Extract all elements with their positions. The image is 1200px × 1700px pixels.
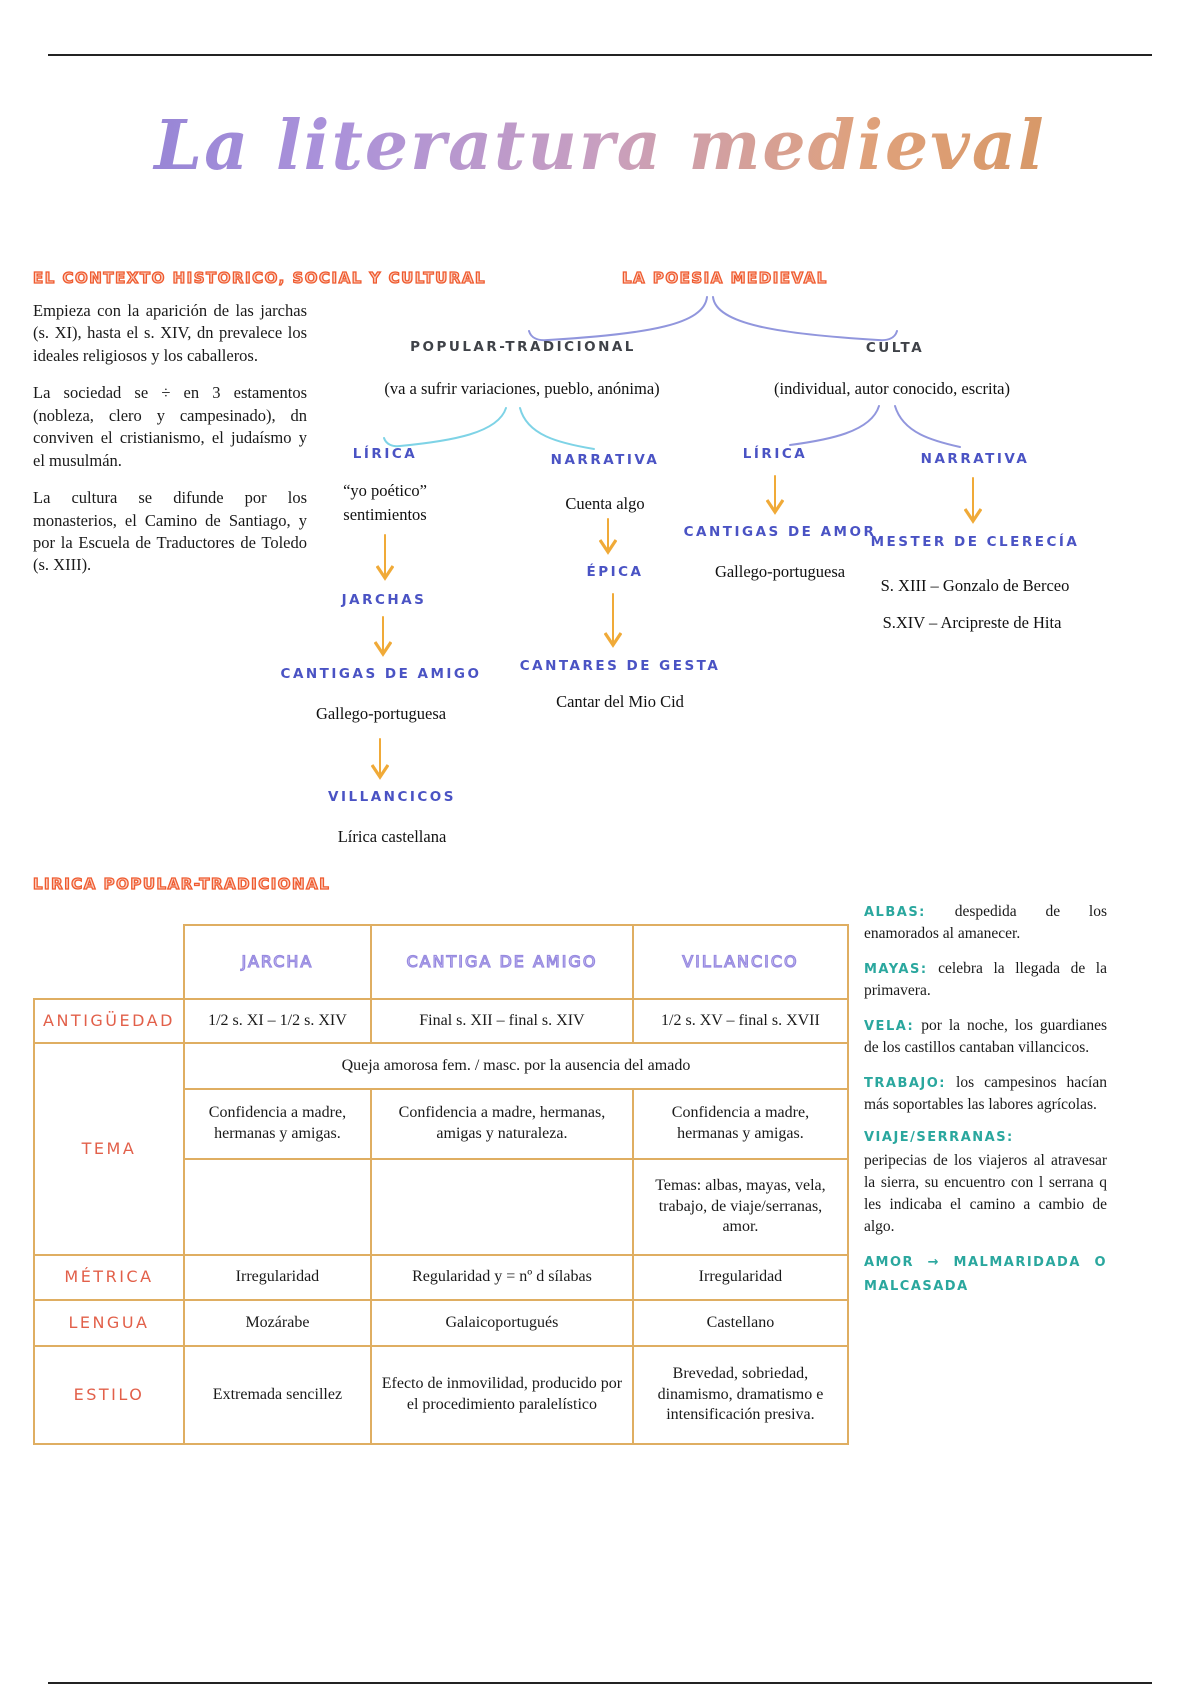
table-cell: Irregularidad	[182, 1254, 372, 1301]
table-heading: LIRICA POPULAR-TRADICIONAL	[32, 874, 331, 893]
tree-note-cuenta-algo: Cuenta algo	[565, 494, 645, 513]
row-header-estilo: ESTILO	[33, 1345, 185, 1445]
comparison-table: JARCHA CANTIGA DE AMIGO VILLANCICO ANTIG…	[33, 924, 849, 1445]
context-section: Empieza con la aparición de las jarchas …	[33, 300, 307, 592]
definition-text: por la noche, los guardianes de los cast…	[864, 1017, 1107, 1056]
tree-node-culta: CULTA	[865, 340, 925, 356]
definition-entry: MAYAS: celebra la llegada de la primaver…	[864, 958, 1107, 1002]
table-cell: Galaicoportugués	[369, 1299, 634, 1347]
table-cell: Efecto de inmovilidad, producido por el …	[369, 1345, 634, 1445]
definition-text: despedida de los enamorados al amanecer.	[864, 903, 1108, 942]
definition-entry: VELA: por la noche, los guardianes de lo…	[864, 1015, 1107, 1059]
table-cell: Confidencia a madre, hermanas, amigas y …	[369, 1088, 634, 1160]
tree-branch-connector	[519, 407, 595, 450]
row-header-antiguedad: ANTIGÜEDAD	[33, 998, 185, 1044]
column-header-jarcha: JARCHA	[182, 924, 372, 1000]
table-cell: Temas: albas, mayas, vela, trabajo, de v…	[631, 1158, 849, 1256]
definition-term: ALBAS:	[864, 905, 926, 920]
table-cell: 1/2 s. XV – final s. XVII	[631, 998, 849, 1044]
table-cell-empty	[369, 1158, 634, 1256]
context-paragraph: La sociedad se ÷ en 3 estamentos (noblez…	[33, 383, 307, 470]
tree-node-narrativa-culta: NARRATIVA	[920, 451, 1030, 467]
poetry-heading: LA POESIA MEDIEVAL	[621, 268, 828, 287]
tree-note-gonzalo-de-berceo: S. XIII – Gonzalo de Berceo	[880, 576, 1070, 595]
definition-text: peripecias de los viajeros al atravesar …	[864, 1152, 1107, 1236]
tree-note-gallego-portuguesa-culta: Gallego-portuguesa	[714, 562, 846, 581]
tree-note-lirica-castellana: Lírica castellana	[337, 827, 447, 846]
tree-branch-connector	[894, 405, 961, 448]
tree-node-cantigas-de-amigo: CANTIGAS DE AMIGO	[280, 666, 482, 682]
tree-node-villancicos: VILLANCICOS	[328, 789, 456, 805]
tree-note-culta: (individual, autor conocido, escrita)	[774, 379, 1010, 398]
table-cell-empty	[182, 1158, 372, 1256]
tree-note-gallego-portuguesa: Gallego-portuguesa	[315, 704, 447, 723]
definition-entry: VIAJE/SERRANAS: peripecias de los viajer…	[864, 1129, 1107, 1238]
table-cell: 1/2 s. XI – 1/2 s. XIV	[182, 998, 372, 1044]
definition-term: TRABAJO:	[864, 1076, 946, 1091]
definition-text: celebra la llegada de la primavera.	[864, 960, 1107, 999]
definition-term: MAYAS:	[864, 962, 928, 977]
definition-term: VELA:	[864, 1019, 915, 1034]
context-heading: EL CONTEXTO HISTORICO, SOCIAL Y CULTURAL	[32, 268, 487, 287]
table-cell: Castellano	[631, 1299, 849, 1347]
context-paragraph: Empieza con la aparición de las jarchas …	[33, 301, 307, 365]
definition-entry: AMOR → MALMARIDADA O MALCASADA	[864, 1251, 1107, 1297]
tree-node-epica: ÉPICA	[586, 564, 644, 580]
context-paragraph: La cultura se difunde por los monasterio…	[33, 488, 307, 575]
table-cell: Queja amorosa fem. / masc. por la ausenc…	[182, 1042, 849, 1090]
tree-branch-connector	[383, 407, 507, 448]
tree-branch-connector	[712, 296, 898, 342]
tree-node-lirica-culta: LÍRICA	[742, 446, 808, 462]
definition-term: VIAJE/SERRANAS:	[864, 1130, 1014, 1145]
tree-note-popular: (va a sufrir variaciones, pueblo, anónim…	[384, 379, 660, 398]
tree-node-cantigas-de-amor: CANTIGAS DE AMOR	[683, 524, 877, 540]
row-header-metrica: MÉTRICA	[33, 1254, 185, 1301]
table-cell: Brevedad, sobriedad, dinamismo, dramatis…	[631, 1345, 849, 1445]
tree-note-cantar-del-mio-cid: Cantar del Mio Cid	[556, 692, 684, 711]
tree-node-jarchas: JARCHAS	[341, 592, 427, 608]
table-cell: Extremada sencillez	[182, 1345, 372, 1445]
definition-term: AMOR → MALMARIDADA O MALCASADA	[864, 1255, 1107, 1294]
definition-entry: ALBAS: despedida de los enamorados al am…	[864, 901, 1107, 945]
table-cell: Confidencia a madre, hermanas y amigas.	[182, 1088, 372, 1160]
tree-note-arcipreste-de-hita: S.XIV – Arcipreste de Hita	[882, 613, 1062, 632]
table-cell: Regularidad y = nº d sílabas	[369, 1254, 634, 1301]
tree-node-popular-tradicional: POPULAR-TRADICIONAL	[410, 339, 636, 355]
table-cell: Irregularidad	[631, 1254, 849, 1301]
definitions-sidebar: ALBAS: despedida de los enamorados al am…	[864, 901, 1107, 1311]
definition-entry: TRABAJO: los campesinos hacían más sopor…	[864, 1072, 1107, 1116]
table-cell: Final s. XII – final s. XIV	[369, 998, 634, 1044]
page-title: La literatura medieval	[0, 106, 1200, 186]
column-header-villancico: VILLANCICO	[631, 924, 849, 1000]
tree-node-cantares-de-gesta: CANTARES DE GESTA	[519, 658, 721, 674]
tree-branch-connector	[528, 296, 708, 342]
column-header-cantiga: CANTIGA DE AMIGO	[369, 924, 634, 1000]
tree-note-sentimientos: sentimientos	[343, 505, 427, 524]
tree-note-yo-poetico: “yo poético”	[343, 481, 427, 500]
row-header-tema: TEMA	[33, 1042, 185, 1256]
tree-node-mester-de-clerecia: MESTER DE CLERECÍA	[870, 534, 1080, 550]
tree-node-narrativa-popular: NARRATIVA	[550, 452, 660, 468]
table-cell: Mozárabe	[182, 1299, 372, 1347]
table-cell: Confidencia a madre, hermanas y amigas.	[631, 1088, 849, 1160]
tree-branch-connector	[789, 405, 880, 446]
bottom-divider	[48, 1682, 1152, 1684]
top-divider	[48, 54, 1152, 56]
table-corner-cell	[34, 925, 184, 999]
row-header-lengua: LENGUA	[33, 1299, 185, 1347]
definition-text: los campesinos hacían más soportables la…	[864, 1074, 1107, 1113]
tree-node-lirica-popular: LÍRICA	[352, 446, 418, 462]
